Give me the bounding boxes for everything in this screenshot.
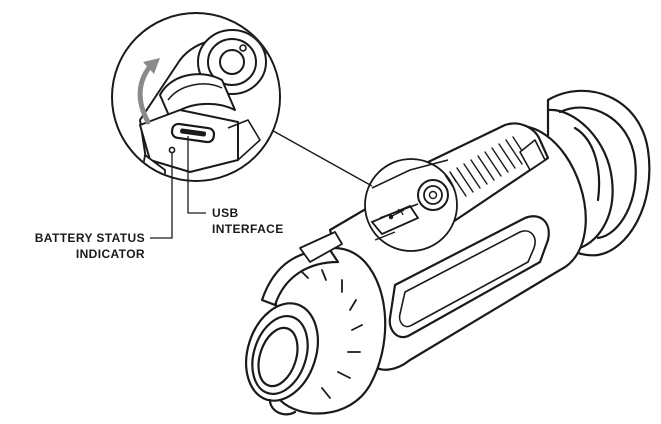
usb-interface-label-line1: USB xyxy=(212,206,239,220)
usb-interface-label-line2: INTERFACE xyxy=(212,222,284,236)
usb-leader xyxy=(187,136,206,214)
objective-lens xyxy=(257,326,299,388)
side-grip xyxy=(388,215,550,339)
detail-circle xyxy=(111,12,281,182)
battery-leader xyxy=(150,152,173,239)
battery-status-label-line1: BATTERY STATUS xyxy=(35,231,145,245)
callout-connector xyxy=(267,127,373,187)
rear-bracket xyxy=(519,139,546,171)
power-button xyxy=(417,179,449,211)
usb-icon xyxy=(388,208,405,220)
leader-lines xyxy=(150,136,206,239)
top-clip xyxy=(299,231,343,263)
battery-status-label-line2: INDICATOR xyxy=(76,247,145,261)
vent-grille xyxy=(449,136,529,197)
lens-cap-strap xyxy=(260,248,340,307)
device-body xyxy=(245,89,651,416)
device-zoom-circle xyxy=(364,158,458,252)
curved-arrow-icon xyxy=(137,61,155,125)
battery-led xyxy=(168,146,176,154)
